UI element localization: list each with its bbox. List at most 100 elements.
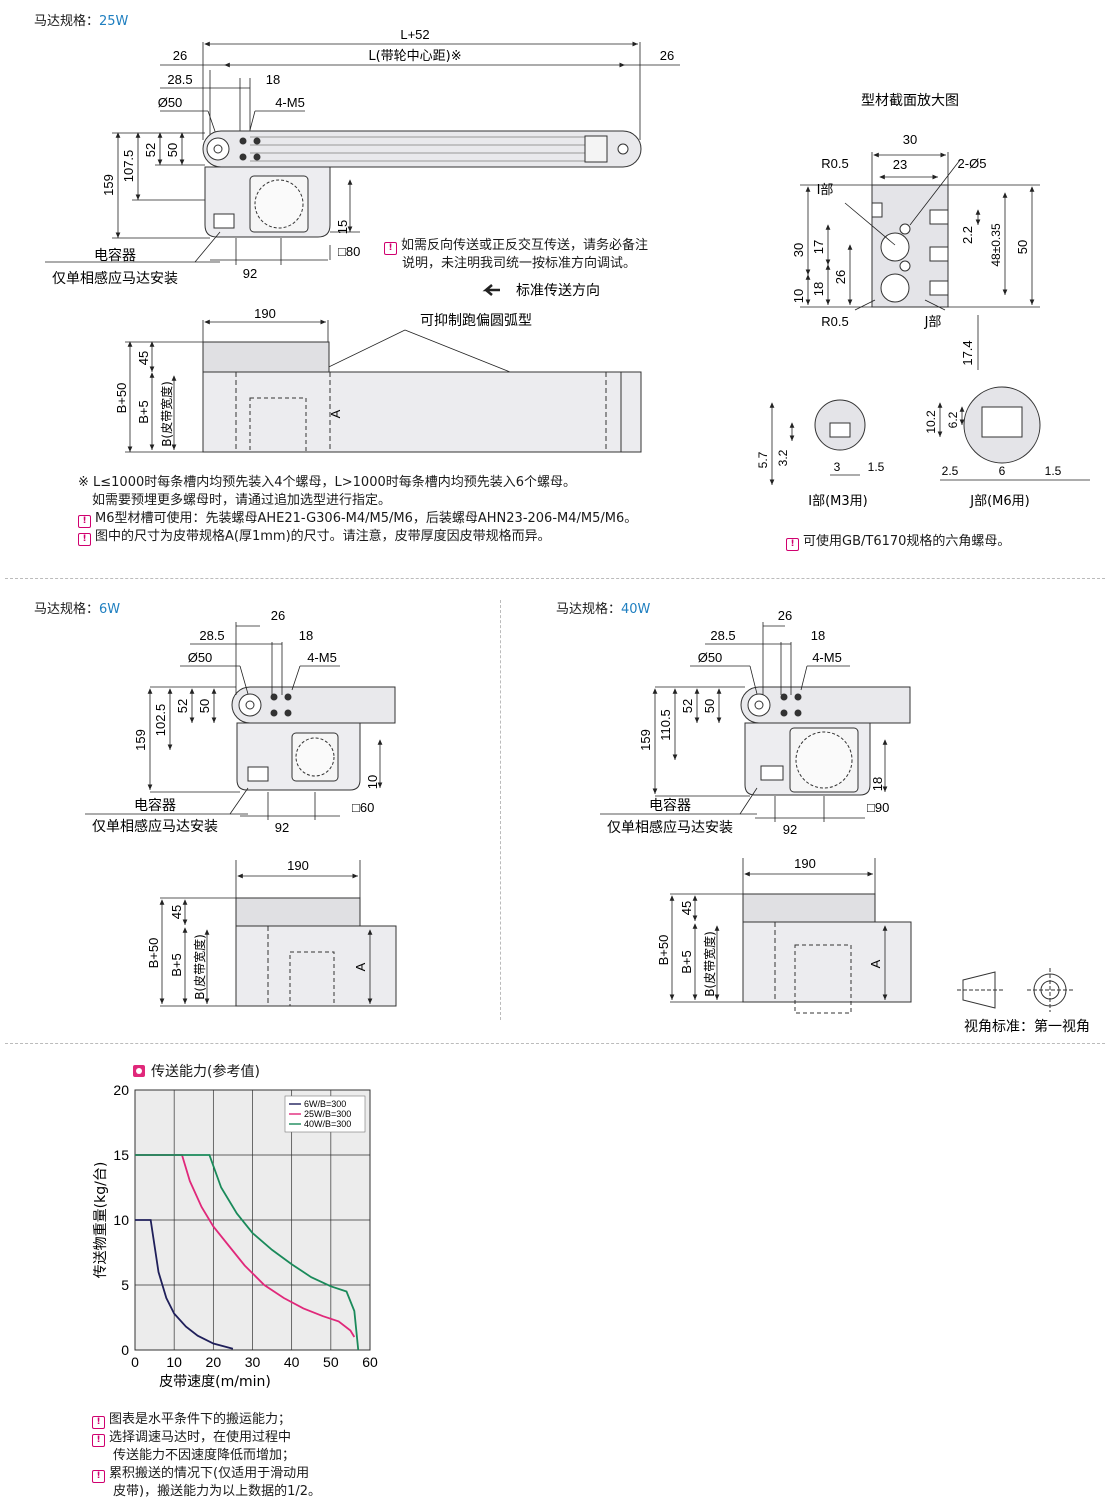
prof-d25: 2-Ø5 bbox=[958, 156, 987, 171]
prof-v17: 17 bbox=[811, 240, 826, 254]
warning-icon: ! bbox=[384, 242, 397, 255]
6w-sq60: □60 bbox=[352, 800, 374, 815]
chart-x-tick: 50 bbox=[323, 1354, 339, 1370]
prof-v22: 2.2 bbox=[960, 226, 975, 244]
reverse-note: !如需反向传送或正反交互传送，请务必备注 说明，未注明我司统一按标准方向调试。 bbox=[384, 237, 648, 273]
prof-v48: 48±0.35 bbox=[989, 223, 1003, 267]
drawing-6w: 26 28.5 18 Ø50 4-M5 159 102.5 52 50 10 □… bbox=[85, 608, 397, 1007]
dim-28-5: 28.5 bbox=[167, 72, 192, 87]
warning-icon: ! bbox=[92, 1434, 105, 1447]
6w-d285: 28.5 bbox=[199, 628, 224, 643]
dim-26-right: 26 bbox=[660, 48, 674, 63]
40w-sq90: □90 bbox=[867, 800, 889, 815]
dim-18: 18 bbox=[266, 72, 280, 87]
chart-y-tick: 15 bbox=[113, 1147, 129, 1163]
40w-capacitor-note: 仅单相感应马达安装 bbox=[607, 819, 733, 836]
chart-bullet-icon bbox=[133, 1065, 145, 1077]
40w-h18: 18 bbox=[870, 777, 885, 791]
40w-d18: 18 bbox=[811, 628, 825, 643]
view-standard: 视角标准：第一视角 bbox=[964, 1018, 1090, 1035]
warning-icon: ! bbox=[92, 1416, 105, 1429]
prof-v18: 18 bbox=[811, 282, 826, 296]
dim-L52: L+52 bbox=[400, 27, 429, 42]
40w-h159: 159 bbox=[638, 729, 653, 751]
chart-y-tick: 20 bbox=[113, 1082, 129, 1098]
i-h57: 5.7 bbox=[756, 451, 770, 468]
warning-icon: ! bbox=[92, 1470, 105, 1483]
prof-v50: 50 bbox=[1015, 240, 1030, 254]
6w-bw: B(皮带宽度) bbox=[192, 934, 207, 1000]
prof-v10: 10 bbox=[791, 289, 806, 303]
dim-bw: B(皮带宽度) bbox=[159, 381, 174, 447]
40w-h50: 50 bbox=[702, 699, 717, 713]
dim-sq80: □80 bbox=[338, 244, 360, 259]
j-w25: 2.5 bbox=[942, 464, 959, 478]
projection-symbol-icon bbox=[957, 968, 1073, 1012]
6w-h52: 52 bbox=[175, 699, 190, 713]
dim-190: 190 bbox=[254, 306, 276, 321]
6w-capacitor-note: 仅单相感应马达安装 bbox=[92, 818, 218, 835]
chart-series-line bbox=[135, 1154, 360, 1351]
warning-icon: ! bbox=[78, 515, 91, 528]
divider-vertical bbox=[500, 600, 501, 1020]
40w-h52: 52 bbox=[680, 699, 695, 713]
warning-icon: ! bbox=[786, 538, 799, 551]
capacitor-note: 仅单相感应马达安装 bbox=[52, 270, 178, 287]
prof-v30: 30 bbox=[791, 243, 806, 257]
6w-h1025: 102.5 bbox=[153, 704, 168, 737]
dim-Lnote: L(带轮中心距)※ bbox=[368, 49, 461, 64]
chart-legend-label: 25W/B=300 bbox=[304, 1109, 351, 1119]
divider bbox=[5, 1043, 1105, 1044]
direction-label: 标准传送方向 bbox=[516, 283, 600, 299]
6w-a: A bbox=[353, 962, 368, 971]
40w-b5: B+5 bbox=[679, 950, 694, 974]
i-h32: 3.2 bbox=[776, 449, 790, 466]
i-w15: 1.5 bbox=[868, 460, 885, 474]
nut-note: !可使用GB/T6170规格的六角螺母。 bbox=[786, 533, 1010, 551]
prof-r05b: R0.5 bbox=[821, 314, 848, 329]
40w-capacitor: 电容器 bbox=[649, 797, 691, 814]
arc-label: 可抑制跑偏圆弧型 bbox=[420, 313, 532, 329]
drawing-25w: L+52 L(带轮中心距)※ 26 26 28.5 18 Ø50 4-M5 15… bbox=[45, 27, 680, 453]
6w-h159: 159 bbox=[133, 729, 148, 751]
j-h62: 6.2 bbox=[946, 411, 960, 428]
dim-26-left: 26 bbox=[173, 48, 187, 63]
40w-a: A bbox=[868, 959, 883, 968]
chart-series-line bbox=[135, 1219, 234, 1350]
40w-d285: 28.5 bbox=[710, 628, 735, 643]
i-label: I部(M3用) bbox=[808, 494, 867, 509]
motor-spec-25w: 马达规格：25W bbox=[34, 14, 129, 29]
prof-r05a: R0.5 bbox=[821, 156, 848, 171]
warning-icon: ! bbox=[78, 533, 91, 546]
prof-w30: 30 bbox=[903, 132, 917, 147]
chart-ylabel: 传送物重量(kg/台) bbox=[93, 1162, 109, 1279]
6w-w92: 92 bbox=[275, 820, 289, 835]
dim-phi50: Ø50 bbox=[158, 95, 183, 110]
dim-107-5: 107.5 bbox=[121, 150, 136, 183]
top-notes: ※ L≤1000时每条槽内均预先装入4个螺母，L>1000时每条槽内均预先装入6… bbox=[78, 475, 638, 546]
j-w15: 1.5 bbox=[1045, 464, 1062, 478]
40w-w92: 92 bbox=[783, 822, 797, 837]
chart-x-tick: 0 bbox=[131, 1354, 139, 1370]
6w-m5: 4-M5 bbox=[307, 650, 337, 665]
dim-b5: B+5 bbox=[136, 400, 151, 424]
chart-y-tick: 0 bbox=[121, 1342, 129, 1358]
dim-4m5: 4-M5 bbox=[275, 95, 305, 110]
dim-a: A bbox=[328, 409, 343, 418]
chart-xlabel: 皮带速度(m/min) bbox=[159, 1374, 271, 1390]
prof-jbu: J部 bbox=[924, 315, 942, 330]
40w-h1105: 110.5 bbox=[658, 709, 673, 741]
6w-h50: 50 bbox=[197, 699, 212, 713]
40w-w190: 190 bbox=[794, 856, 816, 871]
6w-h45: 45 bbox=[169, 905, 184, 919]
dim-b50: B+50 bbox=[114, 383, 129, 414]
chart-x-tick: 60 bbox=[362, 1354, 378, 1370]
capacitor-label: 电容器 bbox=[94, 247, 136, 264]
divider bbox=[5, 578, 1105, 579]
6w-d18: 18 bbox=[299, 628, 313, 643]
profile-section: 型材截面放大图 30 23 R0.5 2-Ø5 I部 R0.5 J部 bbox=[756, 93, 1090, 509]
j-h102: 10.2 bbox=[924, 410, 938, 434]
40w-bw: B(皮带宽度) bbox=[702, 931, 717, 997]
6w-phi50: Ø50 bbox=[188, 650, 213, 665]
